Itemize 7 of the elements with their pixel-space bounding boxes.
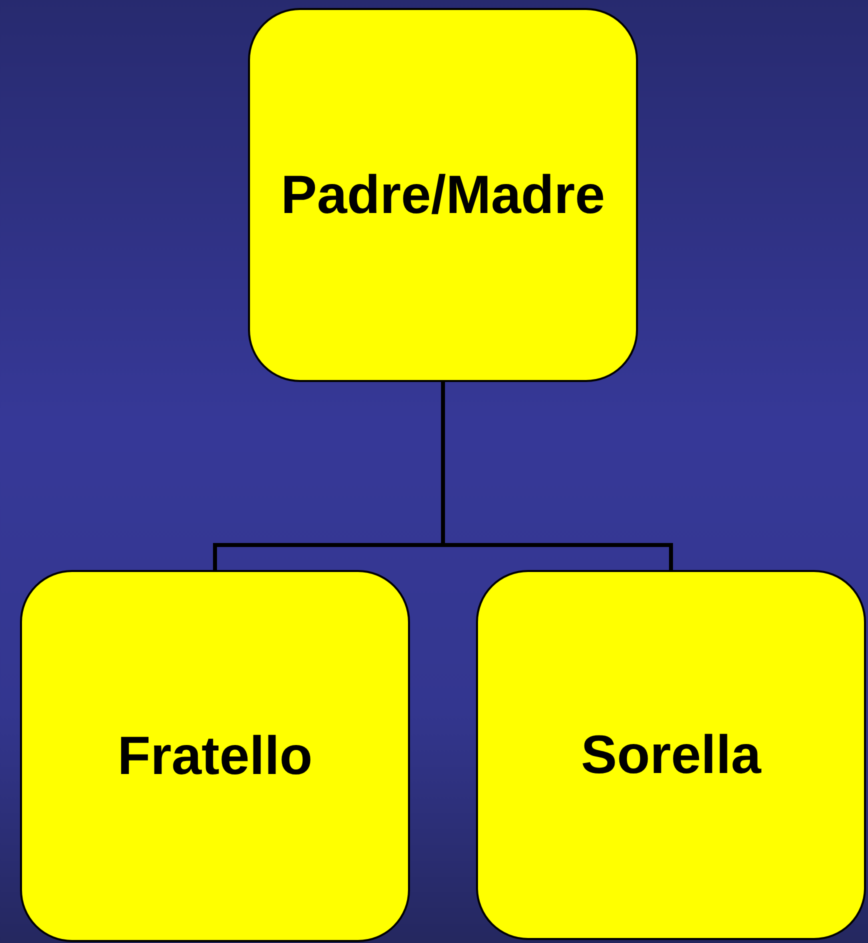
connector-line (441, 382, 673, 570)
node-label: Sorella (580, 724, 762, 786)
rounded-box (248, 8, 638, 382)
rounded-box (476, 570, 866, 940)
node-label: Padre/Madre (280, 164, 606, 226)
rounded-box (20, 570, 410, 942)
node-label: Fratello (117, 725, 313, 787)
